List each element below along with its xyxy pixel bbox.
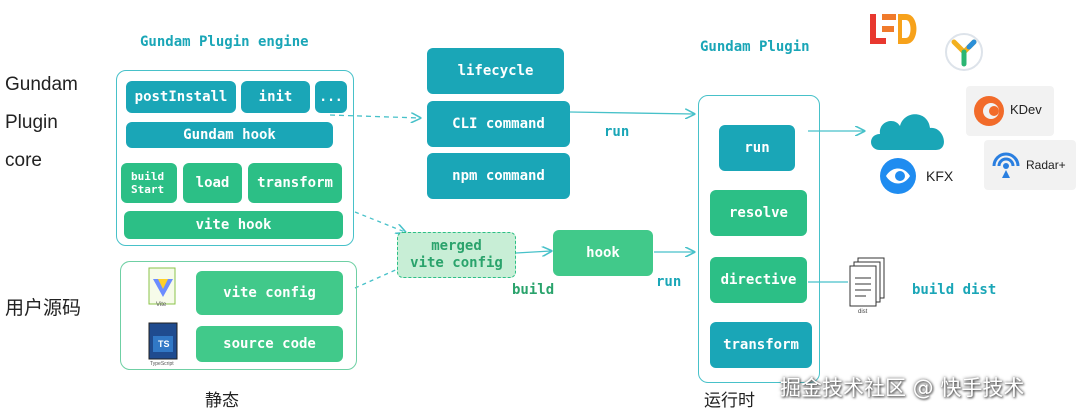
plugin-run-box: run	[719, 125, 795, 171]
engine-title: Gundam Plugin engine	[140, 34, 309, 50]
build-start-box: build Start	[121, 163, 177, 203]
cloud-icon	[871, 114, 944, 150]
kfx-card: KFX	[874, 152, 966, 200]
typescript-badge: TS	[158, 339, 170, 349]
kfx-icon	[877, 155, 919, 197]
build-label: build	[512, 282, 555, 298]
plugin-transform-box: transform	[710, 322, 812, 368]
y-logo-icon	[945, 33, 983, 71]
typescript-logo: TS TypeScript	[147, 322, 181, 368]
user-source-group: Vite TS TypeScript vite config source co…	[120, 261, 357, 370]
plugin-title: Gundam Plugin	[700, 39, 810, 55]
kdev-card: KDev	[966, 86, 1054, 136]
radar-icon	[992, 152, 1020, 178]
typescript-logo-label: TypeScript	[150, 361, 174, 367]
radar-label: Radar+	[1026, 158, 1066, 172]
vite-hook-box: vite hook	[124, 211, 343, 239]
engine-transform-box: transform	[248, 163, 342, 203]
load-box: load	[183, 163, 242, 203]
core-label-line1: Gundam	[5, 74, 78, 95]
more-box: ...	[315, 81, 347, 113]
arrow-cli-to-plugin	[569, 112, 694, 114]
cli-command-box: CLI command	[427, 101, 570, 147]
post-install-box: postInstall	[126, 81, 236, 113]
vite-logo: Vite	[147, 267, 179, 311]
led-logo-icon	[870, 14, 917, 44]
typescript-file-icon	[148, 322, 178, 360]
user-source-label: 用户源码	[5, 298, 82, 319]
vite-config-box: vite config	[196, 271, 343, 315]
arrow-vitehook-to-merged	[354, 211, 405, 232]
gundam-hook-box: Gundam hook	[126, 122, 333, 148]
document-stack-icon	[849, 257, 885, 307]
run-label-top: run	[604, 124, 630, 140]
merged-vite-config-box: merged vite config	[397, 232, 516, 278]
run-label-bottom: run	[656, 274, 682, 290]
vite-file-icon	[148, 267, 176, 305]
kdev-label: KDev	[1010, 102, 1042, 117]
arrow-userconfig-to-merged	[354, 267, 401, 289]
kdev-icon	[974, 96, 1004, 126]
merged-line1: merged	[431, 238, 482, 254]
build-start-line1: build	[131, 170, 165, 183]
source-code-box: source code	[196, 326, 343, 362]
radar-card: Radar+	[984, 140, 1076, 190]
init-box: init	[241, 81, 310, 113]
lifecycle-box: lifecycle	[427, 48, 564, 94]
plugin-resolve-box: resolve	[710, 190, 807, 236]
arrow-engine-to-cli	[329, 115, 420, 118]
npm-command-box: npm command	[427, 153, 570, 199]
build-dist-label: build dist	[912, 282, 997, 298]
build-start-line2: Start	[131, 183, 165, 196]
runtime-label: 运行时	[704, 391, 755, 410]
engine-group: postInstall init ... Gundam hook build S…	[116, 70, 354, 246]
static-label: 静态	[205, 391, 239, 410]
dist-label: dist	[858, 309, 868, 315]
core-label-line2: Plugin	[5, 112, 58, 133]
dist-files-icon: dist	[848, 256, 888, 316]
kfx-label: KFX	[926, 168, 954, 184]
vite-logo-label: Vite	[156, 302, 167, 308]
arrow-merged-to-hook	[515, 251, 551, 253]
core-label-line3: core	[5, 150, 42, 171]
merged-line2: vite config	[410, 255, 503, 271]
plugin-group: run resolve directive transform	[698, 95, 820, 383]
plugin-directive-box: directive	[710, 257, 807, 303]
hook-box: hook	[553, 230, 653, 276]
watermark: 掘金技术社区 @ 快手技术	[780, 376, 1025, 400]
